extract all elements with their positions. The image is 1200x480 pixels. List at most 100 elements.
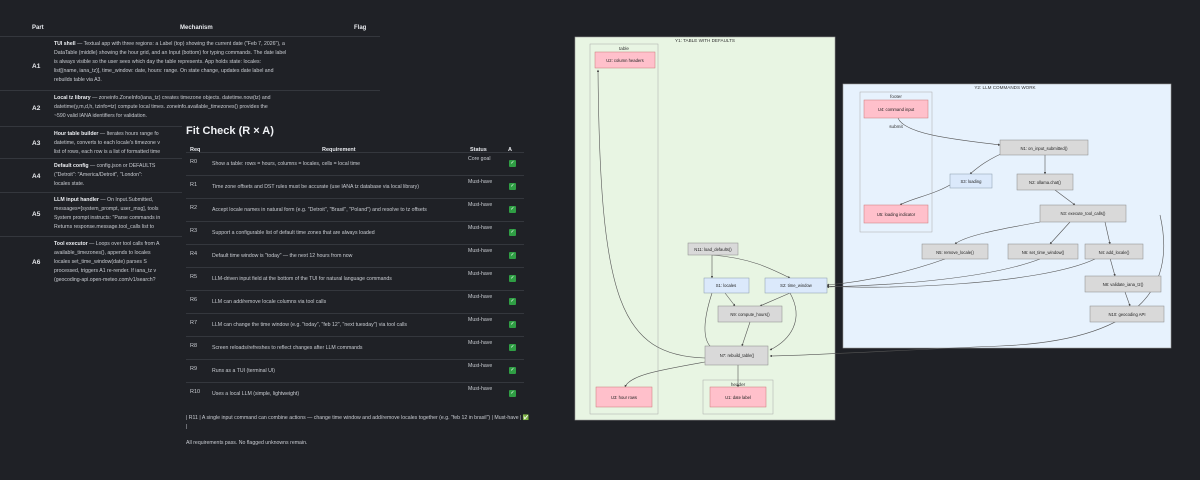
status-text: Must-have bbox=[468, 248, 493, 254]
line: is always visible so the user sees which… bbox=[54, 59, 262, 65]
line: — zoneinfo.ZoneInfo(iana_tz) creates tim… bbox=[92, 95, 271, 101]
node-s2: S2: time_window bbox=[764, 277, 828, 294]
edge-n9-n7 bbox=[741, 321, 751, 347]
mechanism-text: TUI shell — Textual app with three regio… bbox=[54, 40, 364, 85]
node-n2-label: N2: ollama.chat() bbox=[1029, 180, 1061, 185]
edge-n7-u3 bbox=[624, 361, 706, 388]
node-s1-label: S1: locales bbox=[716, 283, 736, 288]
req-id: R5 bbox=[190, 274, 198, 280]
status-text: Must-have bbox=[468, 340, 493, 346]
line: DataTable (middle) showing the hour grid… bbox=[54, 50, 287, 56]
header-req: Req bbox=[190, 147, 201, 153]
node-s3: S3: loading bbox=[949, 173, 993, 189]
edge-n3-n6 bbox=[1049, 221, 1071, 245]
mechanism-title: Default config bbox=[54, 163, 89, 169]
node-s2-label: S2: time_window bbox=[780, 283, 813, 288]
fit-row-r0: R0 Show a table: rows = hours, columns = … bbox=[186, 152, 524, 175]
status-text: Must-have bbox=[468, 386, 493, 392]
mechanism-title: Hour table builder bbox=[54, 131, 99, 137]
edge-n8-n10 bbox=[1124, 291, 1131, 307]
line: datetime(y,m,d,h, tzinfo=tz) compute loc… bbox=[54, 104, 268, 110]
node-u2-label: U2: column headers bbox=[606, 58, 643, 63]
check-icon: ✓ bbox=[509, 321, 516, 328]
line: processed, triggers A1 re-render. If ian… bbox=[54, 268, 157, 274]
node-n5: N5: remove_locale() bbox=[921, 243, 989, 260]
requirement-text: Uses a local LLM (simple, lightweight) bbox=[212, 391, 300, 397]
part-id: A4 bbox=[32, 173, 41, 180]
line: list[(name, iana_tz)], time_window: date… bbox=[54, 68, 274, 74]
req-id: R6 bbox=[190, 297, 198, 303]
edge-n3-n4 bbox=[1104, 221, 1111, 245]
node-u4-label: U4: command input bbox=[878, 107, 915, 112]
edge-n3-n7 bbox=[769, 214, 1165, 358]
node-u5-label: U5: loading indicator bbox=[877, 212, 916, 217]
edges bbox=[596, 69, 1165, 388]
group-y2-label: Y2: LLM COMMANDS WORK bbox=[974, 85, 1036, 90]
line: — On Input.Submitted, bbox=[100, 197, 154, 203]
edge-s2-n9 bbox=[759, 292, 791, 307]
mechanism-table: Part Mechanism Flag A1 TUI shell — Textu… bbox=[0, 0, 380, 300]
status-text: Core goal bbox=[468, 156, 491, 162]
line: — Textual app with three regions: a Labe… bbox=[77, 41, 285, 47]
req-id: R10 bbox=[190, 389, 201, 395]
node-n1-label: N1: on_input_submitted() bbox=[1020, 146, 1068, 151]
header-mechanism: Mechanism bbox=[180, 25, 213, 31]
mechanism-text: Hour table builder — Iterates hours rang… bbox=[54, 130, 184, 157]
fit-check-footer: All requirements pass. No flagged unknow… bbox=[186, 440, 308, 446]
fit-check-title: Fit Check (R × A) bbox=[186, 125, 274, 137]
status-text: Must-have bbox=[468, 317, 493, 323]
check-icon: ✓ bbox=[509, 183, 516, 190]
status-text: Must-have bbox=[468, 225, 493, 231]
requirement-text: Accept locale names in natural form (e.g… bbox=[212, 207, 427, 213]
mechanism-title: LLM input handler bbox=[54, 197, 99, 203]
check-icon: ✓ bbox=[509, 206, 516, 213]
requirement-text: Show a table: rows = hours, columns = lo… bbox=[212, 161, 361, 167]
check-icon: ✓ bbox=[509, 275, 516, 282]
check-icon: ✓ bbox=[509, 160, 516, 167]
node-n9-label: N9: compute_hours() bbox=[730, 312, 770, 317]
line: list of rows, each row is a list of form… bbox=[54, 149, 161, 155]
node-n4: N4: add_locale() bbox=[1084, 243, 1144, 260]
node-n7: N7: rebuild_table() bbox=[704, 345, 769, 366]
edge-n5-s1 bbox=[826, 258, 946, 287]
mechanism-text: LLM input handler — On Input.Submitted, … bbox=[54, 196, 184, 232]
status-text: Must-have bbox=[468, 202, 493, 208]
part-id: A3 bbox=[32, 140, 41, 147]
node-n11-label: N11: load_defaults() bbox=[694, 247, 732, 252]
edge-n3-n5 bbox=[954, 221, 1041, 245]
part-id: A2 bbox=[32, 105, 41, 112]
node-u1-label: U1: date label bbox=[725, 395, 751, 400]
check-icon: ✓ bbox=[509, 229, 516, 236]
node-u1: U1: date label bbox=[709, 386, 767, 408]
check-icon: ✓ bbox=[509, 390, 516, 397]
fit-check-extra-row: | R11 | A single input command can combi… bbox=[186, 415, 530, 430]
node-n7-label: N7: rebuild_table() bbox=[720, 353, 755, 358]
edge-n4-s1 bbox=[826, 258, 1096, 288]
node-n10: N10: geocoding API bbox=[1089, 305, 1165, 323]
node-n4-label: N4: add_locale() bbox=[1099, 250, 1130, 255]
line: locales state. bbox=[54, 181, 85, 187]
mechanism-title: Tool executor bbox=[54, 241, 88, 247]
node-u4: U4: command input bbox=[863, 99, 929, 119]
node-s1: S1: locales bbox=[703, 277, 750, 294]
requirement-text: Runs as a TUI (terminal UI) bbox=[212, 368, 276, 374]
edge-s2-n7 bbox=[769, 292, 797, 351]
node-n11: N11: load_defaults() bbox=[687, 242, 739, 256]
requirement-text: Support a configurable list of default t… bbox=[212, 230, 375, 236]
node-n9: N9: compute_hours() bbox=[717, 305, 783, 323]
header-flag: Flag bbox=[354, 25, 367, 31]
node-n8-label: N8: validate_iana_tz() bbox=[1103, 282, 1144, 287]
line: Returns response.message.tool_calls list… bbox=[54, 224, 155, 230]
node-n3: N3: execute_tool_calls() bbox=[1039, 204, 1127, 223]
req-id: R1 bbox=[190, 182, 198, 188]
req-id: R0 bbox=[190, 159, 198, 165]
line: System prompt instructs: "Parse commands… bbox=[54, 215, 161, 221]
node-u2: U2: column headers bbox=[594, 51, 656, 69]
header-requirement: Requirement bbox=[322, 147, 356, 153]
part-id: A1 bbox=[32, 63, 41, 70]
req-id: R8 bbox=[190, 343, 198, 349]
